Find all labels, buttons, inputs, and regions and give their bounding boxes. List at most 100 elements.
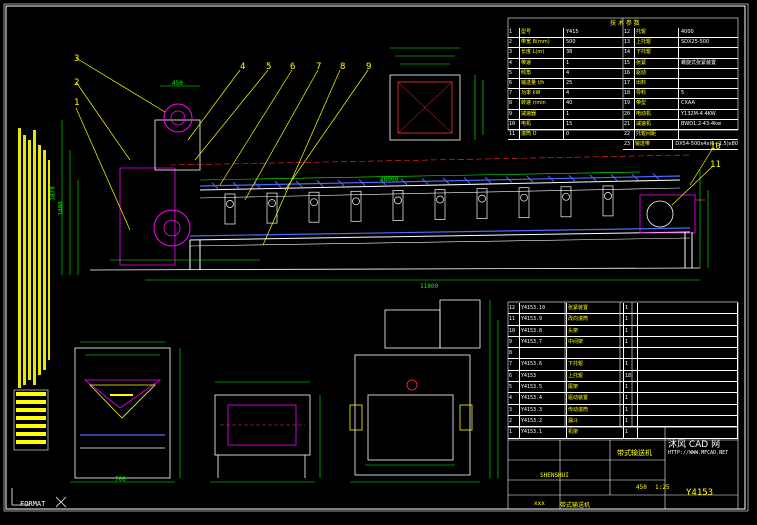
spec-left-num: 9 bbox=[508, 109, 520, 119]
bom-qty: 1 bbox=[624, 427, 638, 438]
spec-left-value: 40 bbox=[566, 100, 573, 107]
bom-qty: 1 bbox=[624, 325, 638, 336]
callout-4: 4 bbox=[240, 62, 246, 72]
spec-left-num: 2 bbox=[508, 38, 520, 48]
bom-code: Y4153.3 bbox=[520, 404, 567, 415]
spec-left-value: 38 bbox=[566, 49, 573, 56]
spec-right-value: 4000 bbox=[681, 29, 694, 35]
title-date: 带式输送机 bbox=[560, 502, 591, 509]
bom-blank bbox=[638, 314, 738, 325]
carry-idler-mark bbox=[463, 177, 471, 184]
spec-right-num: 22 bbox=[623, 129, 635, 140]
watermark-line1: 沐风 CAD 网 bbox=[668, 440, 721, 450]
spec-right-num: 23 bbox=[623, 140, 634, 150]
idler-support bbox=[350, 190, 362, 222]
carry-idler-mark bbox=[379, 178, 387, 186]
bom-code: Y4153.6 bbox=[520, 359, 567, 370]
carry-idler-mark bbox=[421, 177, 429, 185]
bom-qty: 1 bbox=[624, 393, 638, 404]
carry-idler-mark bbox=[547, 175, 555, 183]
drive-end-view bbox=[349, 299, 499, 483]
carry-idler-mark bbox=[589, 174, 597, 182]
spec-right-key: 电动机 bbox=[635, 109, 679, 119]
spec-left-value: 500 bbox=[566, 39, 576, 46]
spec-left-key: 带速 bbox=[520, 58, 564, 68]
carry-idler-mark bbox=[526, 175, 534, 183]
bom-blank bbox=[638, 370, 738, 382]
bom-num: 12 bbox=[508, 303, 520, 314]
spec-right-value bbox=[679, 69, 738, 78]
spec-right-key: 驱动 bbox=[635, 68, 679, 78]
conveyor-elevation-view bbox=[61, 57, 714, 281]
spec-left-key: 转速 r/min bbox=[520, 99, 564, 109]
idler-support bbox=[560, 186, 572, 218]
spec-right-num: 21 bbox=[623, 119, 635, 129]
bom-code: Y4153.1 bbox=[520, 427, 567, 438]
spec-left-value: 1 bbox=[566, 59, 570, 66]
spec-left-key: 功率 kW bbox=[520, 89, 564, 99]
spec-left-value: 25 bbox=[566, 79, 573, 86]
carry-idler-mark bbox=[652, 173, 660, 180]
spec-right-num: 17 bbox=[623, 78, 635, 89]
dim-head-height: 1870 bbox=[49, 186, 57, 201]
spec-right-value: SDX25-500 bbox=[681, 39, 710, 46]
spec-right-value bbox=[679, 130, 738, 139]
spec-right-key: 导料 bbox=[635, 89, 679, 99]
bom-name: 传动滚筒 bbox=[567, 404, 624, 415]
spec-left-key: 长度 L(m) bbox=[520, 48, 564, 58]
spec-right-value bbox=[679, 79, 738, 88]
title-scale: 1:25 bbox=[655, 484, 670, 491]
title-drawing-name: 带式输送机 bbox=[617, 449, 652, 457]
bom-blank bbox=[638, 427, 738, 438]
ucs-axis-icon bbox=[11, 488, 67, 508]
spec-left-num: 1 bbox=[508, 28, 520, 38]
part-number: Y4153 bbox=[686, 488, 714, 498]
spec-right-key: 减速机 bbox=[635, 119, 679, 129]
bom-name: 驱动装置 bbox=[567, 393, 624, 404]
bom-blank bbox=[638, 336, 738, 348]
spec-right-key: 带型 bbox=[635, 99, 679, 109]
bom-qty: 1 bbox=[624, 359, 638, 370]
bom-code: Y4153.5 bbox=[520, 382, 567, 393]
spec-right-key: 下托辊 bbox=[635, 48, 679, 58]
bom-qty bbox=[624, 348, 638, 359]
bom-blank bbox=[638, 325, 738, 336]
bom-blank bbox=[638, 415, 738, 427]
bom-num: 11 bbox=[508, 314, 520, 325]
idler-support bbox=[266, 192, 278, 224]
bom-code: Y4153.8 bbox=[520, 325, 567, 336]
bom-code: Y4153.4 bbox=[520, 393, 567, 404]
carry-idler-mark bbox=[442, 177, 450, 185]
idler-support bbox=[602, 185, 614, 217]
spec-left-key: 滚筒 D bbox=[520, 129, 564, 140]
spec-right-value: Y132M-4 4KW bbox=[681, 110, 716, 117]
callout-9: 9 bbox=[366, 62, 372, 72]
spec-right-num: 12 bbox=[623, 28, 635, 38]
spec-left-num: 11 bbox=[508, 129, 520, 140]
callout-7: 7 bbox=[316, 62, 322, 72]
axis-label: FORMAT bbox=[20, 500, 46, 508]
spec-right-value bbox=[679, 48, 738, 57]
bom-num: 10 bbox=[508, 325, 520, 336]
spec-left-value: Y415 bbox=[566, 29, 579, 35]
dim-bottom-length: 11800 bbox=[420, 283, 439, 290]
bom-blank bbox=[638, 348, 738, 359]
technical-notes-strip bbox=[13, 128, 50, 451]
bom-name: 上托辊 bbox=[567, 370, 624, 382]
inlet-detail-view bbox=[389, 47, 484, 141]
bom-qty: 1 bbox=[624, 404, 638, 415]
carry-idler-mark bbox=[316, 180, 324, 187]
bom-num: 1 bbox=[508, 427, 520, 438]
